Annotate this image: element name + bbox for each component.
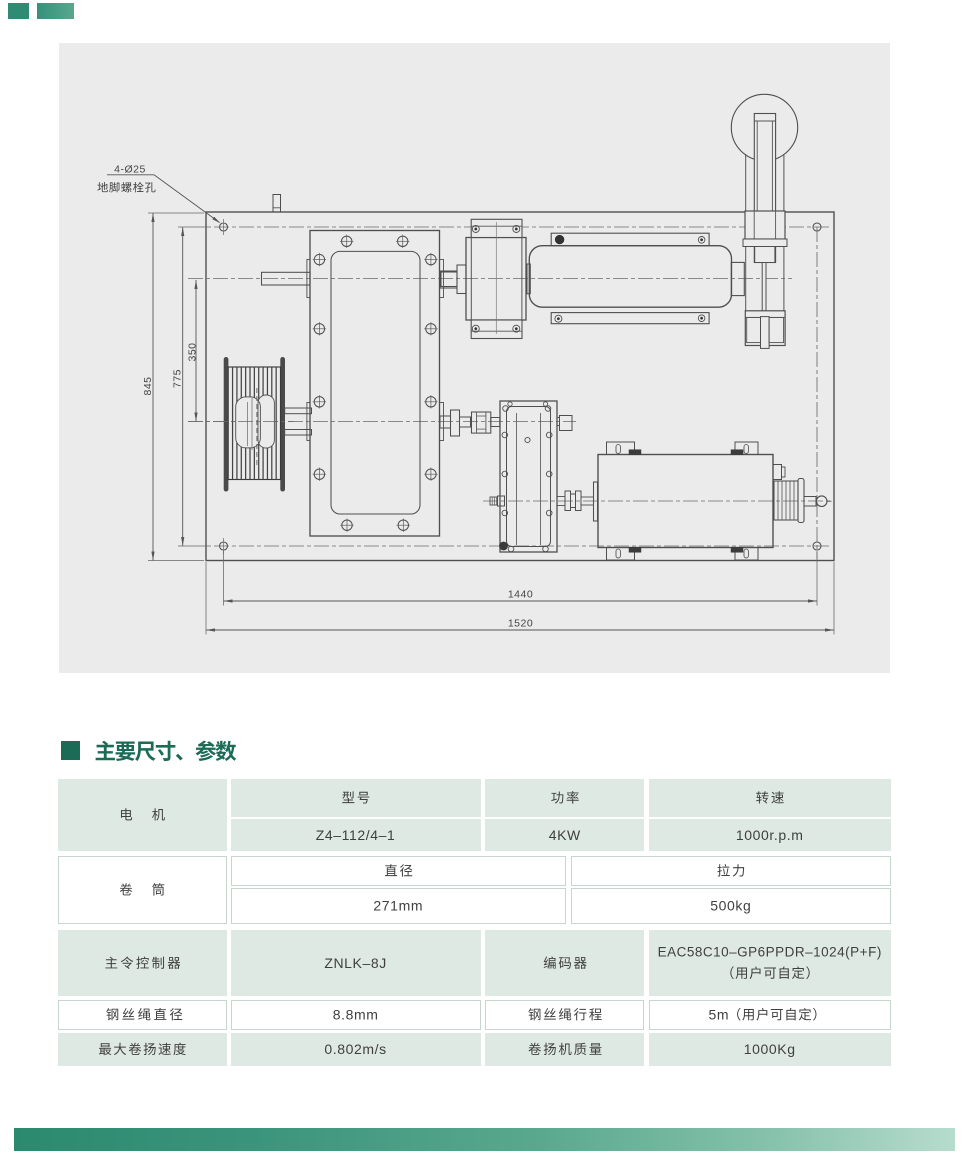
svg-text:0.802m/s: 0.802m/s: [324, 1041, 386, 1057]
svg-text:8.8mm: 8.8mm: [333, 1007, 379, 1023]
svg-text:500kg: 500kg: [710, 897, 751, 913]
svg-text:ZNLK–8J: ZNLK–8J: [324, 955, 387, 971]
svg-text:EAC58C10–GP6PPDR–1024(P+F): EAC58C10–GP6PPDR–1024(P+F): [658, 944, 882, 959]
svg-text:Z4–112/4–1: Z4–112/4–1: [316, 827, 396, 843]
svg-text:775: 775: [172, 369, 184, 388]
svg-text:1520: 1520: [508, 617, 533, 629]
svg-text:4-Ø25: 4-Ø25: [114, 164, 146, 176]
svg-text:271mm: 271mm: [373, 897, 423, 913]
svg-text:4KW: 4KW: [549, 827, 581, 843]
svg-text:5m: 5m: [709, 1006, 730, 1022]
svg-text:1440: 1440: [508, 588, 533, 600]
svg-text:1000Kg: 1000Kg: [744, 1041, 796, 1057]
svg-text:350: 350: [187, 342, 199, 361]
svg-text:845: 845: [142, 376, 154, 395]
svg-text:1000r.p.m: 1000r.p.m: [736, 827, 804, 843]
